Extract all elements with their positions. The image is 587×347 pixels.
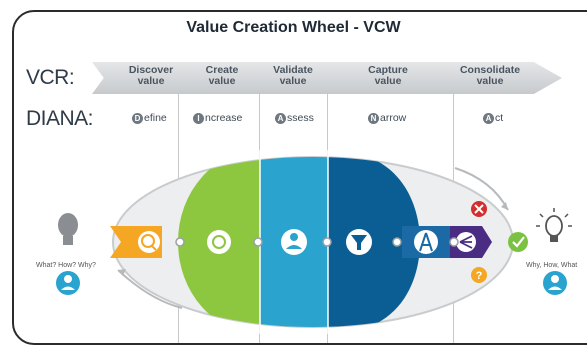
forward-arrowhead — [501, 202, 508, 210]
stage-discover-line1: Discover — [128, 64, 174, 76]
lightbulb-glow-rays — [536, 208, 572, 227]
diagram-title: Value Creation Wheel - VCW — [186, 19, 401, 36]
stage-discover-line2: value — [137, 75, 165, 87]
lightbulb-glow-icon-base — [550, 235, 558, 242]
people-icon-head — [64, 275, 72, 283]
diana-label: DIANA: — [26, 107, 94, 130]
right-caption: Why, How, What — [526, 262, 578, 269]
network-icon — [459, 235, 473, 249]
connector-node — [392, 237, 402, 247]
capture-blue-lens — [328, 157, 420, 327]
connector-node — [322, 237, 332, 247]
cross-icon-mark — [474, 204, 484, 214]
left-caption: What? How? Why? — [36, 262, 96, 269]
search-icon — [141, 234, 155, 248]
group-icon — [290, 233, 298, 241]
check-icon-mark — [512, 236, 525, 248]
diana-letter-d: D — [132, 112, 143, 124]
lightbulb-icon — [58, 213, 78, 237]
lightbulb-icon-base — [63, 236, 73, 245]
connector-node — [449, 237, 459, 247]
diana-step-assess-text: ssess — [287, 112, 314, 124]
return-arrowhead — [118, 269, 126, 276]
diana-step-act-text: ct — [495, 112, 504, 124]
diana-letter-n: N — [368, 112, 379, 124]
stage-validate-line1: Validate — [273, 64, 313, 76]
group-icon-body — [286, 245, 302, 249]
vcr-label: VCR: — [26, 66, 75, 89]
people-icon-body — [61, 286, 75, 290]
stage-consolidate-line2: value — [476, 75, 504, 87]
ideas-icon-bg — [207, 230, 231, 254]
stage-create-line1: Create — [205, 64, 239, 76]
return-arrow-line — [117, 269, 183, 309]
stage-capture-line2: value — [374, 75, 402, 87]
diana-letter-a2: A — [483, 112, 494, 124]
question-icon — [471, 267, 487, 283]
diana-step-increase-text: ncrease — [205, 112, 243, 124]
check-icon — [508, 232, 528, 252]
ideas-icon — [212, 235, 226, 249]
connector-node — [175, 237, 185, 247]
stage-validate-line2: value — [279, 75, 307, 87]
lightbulb-glow-icon — [545, 215, 563, 237]
stage-capture-line1: Capture — [368, 64, 408, 76]
diana-letter-i: I — [193, 112, 204, 124]
group-icon-bg — [281, 229, 307, 255]
search-icon-handle — [151, 245, 157, 251]
filter-icon — [351, 235, 367, 250]
vcr-arrow-band — [92, 62, 562, 94]
compass-icon — [419, 232, 433, 252]
diana-letter-a: A — [275, 112, 286, 124]
people-icon-head — [551, 275, 559, 283]
question-icon-glyph: ? — [476, 270, 483, 282]
stage-consolidate-line1: Consolidate — [459, 64, 521, 76]
diana-step-define-text: efine — [144, 112, 167, 124]
connector-node — [253, 237, 263, 247]
stage-create-line2: value — [208, 75, 236, 87]
people-icon-body — [548, 286, 562, 290]
diana-step-narrow-text: arrow — [380, 112, 407, 124]
